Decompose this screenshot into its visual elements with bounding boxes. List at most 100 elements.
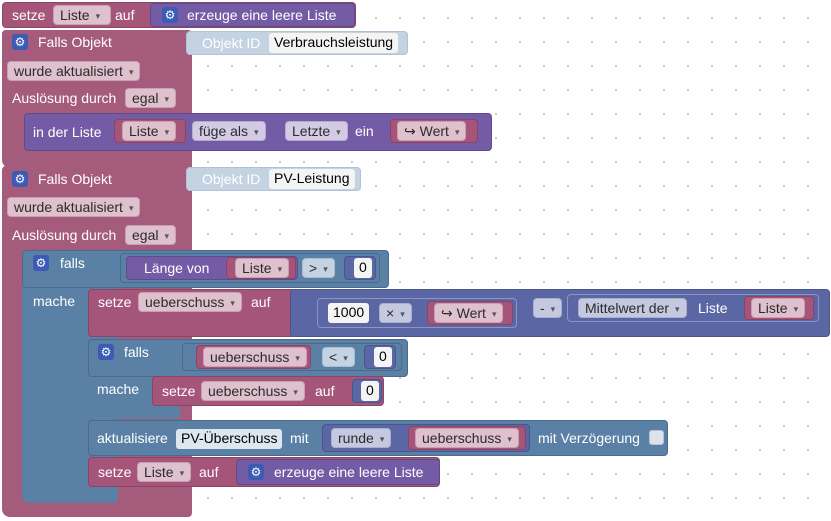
- chevron-down-icon: ▾: [336, 127, 341, 137]
- chevron-down-icon: ▾: [343, 353, 348, 363]
- setze-label: setze: [12, 7, 46, 23]
- falls-label: falls: [60, 255, 85, 271]
- falls-objekt-label: Falls Objekt: [38, 34, 112, 50]
- number-block[interactable]: 0: [344, 256, 376, 280]
- ueberschuss-variable-dropdown[interactable]: ueberschuss▾: [415, 428, 519, 448]
- math-on-list-dropdown[interactable]: Mittelwert der▾: [578, 298, 687, 318]
- chevron-down-icon: ▾: [550, 304, 556, 314]
- liste-variable-dropdown[interactable]: Liste▾: [137, 462, 192, 482]
- objekt-id-block[interactable]: Objekt ID PV-Leistung: [186, 167, 361, 191]
- ueberschuss-variable-dropdown[interactable]: ueberschuss▾: [138, 292, 242, 312]
- gear-icon[interactable]: ⚙: [98, 344, 114, 360]
- chevron-down-icon: ▾: [254, 127, 259, 137]
- objekt-id-field[interactable]: Verbrauchsleistung: [269, 33, 399, 53]
- set-ueberschuss-block[interactable]: setze ueberschuss▾ auf: [88, 289, 296, 337]
- gear-icon[interactable]: ⚙: [12, 34, 28, 50]
- round-dropdown[interactable]: runde▾: [331, 428, 392, 448]
- laenge-von-label: Länge von: [144, 260, 210, 276]
- chevron-down-icon: ▾: [95, 11, 101, 21]
- chevron-down-icon: ▾: [293, 387, 298, 397]
- chevron-down-icon: ▾: [295, 353, 300, 363]
- ausloesung-label: Auslösung durch: [12, 90, 117, 106]
- wert-getter-block[interactable]: ↪ Wert▾: [390, 119, 478, 143]
- objekt-id-label: Objekt ID: [202, 171, 261, 187]
- chevron-down-icon: ▾: [793, 304, 799, 314]
- falls-objekt-label: Falls Objekt: [38, 171, 112, 187]
- mache-label: mache: [33, 293, 76, 309]
- liste-variable-dropdown[interactable]: Liste▾: [751, 298, 806, 318]
- chevron-down-icon: ▾: [379, 434, 385, 444]
- liste-getter-block[interactable]: Liste▾: [226, 257, 296, 279]
- objekt-id-field[interactable]: PV-Leistung: [269, 169, 355, 189]
- multiply-operator-dropdown[interactable]: ×▾: [379, 303, 412, 323]
- auf-label: auf: [115, 7, 135, 23]
- number-field[interactable]: 0: [354, 258, 372, 278]
- wert-dropdown[interactable]: ↪ Wert▾: [434, 303, 504, 323]
- liste-word-label: Liste: [698, 300, 728, 316]
- falls-label: falls: [124, 344, 149, 360]
- mit-verzoegerung-label: mit Verzögerung: [538, 430, 640, 446]
- ueberschuss-variable-dropdown[interactable]: ueberschuss▾: [201, 381, 305, 401]
- delay-checkbox[interactable]: [649, 430, 664, 445]
- gear-icon[interactable]: ⚙: [162, 7, 178, 23]
- getter-icon: ↪: [441, 305, 457, 321]
- compare-operator-dropdown[interactable]: >▾: [302, 258, 335, 278]
- chevron-down-icon: ▾: [507, 434, 512, 444]
- wert-dropdown[interactable]: ↪ Wert▾: [397, 121, 467, 141]
- liste-variable-dropdown[interactable]: Liste▾: [122, 121, 177, 141]
- ueberschuss-variable-dropdown[interactable]: ueberschuss▾: [203, 347, 307, 367]
- number-field[interactable]: 0: [361, 381, 379, 401]
- number-field[interactable]: 1000: [328, 303, 370, 323]
- auf-label: auf: [251, 294, 271, 310]
- chevron-down-icon: ▾: [675, 304, 680, 314]
- auf-label: auf: [315, 383, 335, 399]
- number-field[interactable]: 0: [374, 347, 392, 367]
- chevron-down-icon: ▾: [277, 264, 283, 274]
- ueberschuss-getter-block[interactable]: ueberschuss▾: [408, 426, 526, 450]
- compare-operator-dropdown[interactable]: <▾: [322, 347, 355, 367]
- setze-label: setze: [98, 294, 132, 310]
- ausloesung-label: Auslösung durch: [12, 227, 117, 243]
- set-ueberschuss-zero-block[interactable]: setze ueberschuss▾ auf: [152, 376, 384, 406]
- aktualisiere-label: aktualisiere: [97, 430, 168, 446]
- gear-icon[interactable]: ⚙: [12, 171, 28, 187]
- mit-label: mit: [290, 430, 309, 446]
- number-block[interactable]: 0: [352, 379, 382, 403]
- liste-getter-block[interactable]: Liste▾: [744, 296, 814, 320]
- chevron-down-icon: ▾: [128, 67, 134, 77]
- gear-icon[interactable]: ⚙: [33, 255, 49, 271]
- liste-variable-dropdown[interactable]: Liste▾: [235, 258, 290, 278]
- create-empty-list-block[interactable]: ⚙ erzeuge eine leere Liste: [150, 3, 355, 27]
- minus-operator-dropdown[interactable]: -▾: [533, 298, 563, 318]
- liste-variable-dropdown[interactable]: Liste▾: [53, 5, 111, 25]
- mache-label: mache: [97, 381, 140, 397]
- fuege-als-dropdown[interactable]: füge als▾: [192, 121, 266, 141]
- gear-icon[interactable]: ⚙: [248, 464, 264, 480]
- setze-label: setze: [162, 383, 196, 399]
- chevron-down-icon: ▾: [454, 127, 460, 137]
- ausloesung-dropdown[interactable]: egal▾: [125, 225, 176, 245]
- ueberschuss-getter-block[interactable]: ueberschuss▾: [196, 345, 311, 369]
- chevron-down-icon: ▾: [491, 309, 497, 319]
- objekt-id-label: Objekt ID: [202, 35, 261, 51]
- state-id-field[interactable]: PV-Überschuss: [176, 429, 283, 449]
- ausloesung-dropdown[interactable]: egal▾: [125, 88, 176, 108]
- chevron-down-icon: ▾: [164, 231, 169, 241]
- liste-getter-block[interactable]: Liste▾: [114, 119, 186, 143]
- number-block[interactable]: 0: [364, 345, 396, 369]
- getter-icon: ↪: [404, 123, 420, 139]
- position-dropdown[interactable]: Letzte▾: [285, 121, 348, 141]
- chevron-down-icon: ▾: [128, 203, 134, 213]
- chevron-down-icon: ▾: [164, 94, 169, 104]
- chevron-down-icon: ▾: [323, 264, 328, 274]
- trigger-mode-dropdown[interactable]: wurde aktualisiert▾: [7, 197, 141, 217]
- objekt-id-block[interactable]: Objekt ID Verbrauchsleistung: [186, 31, 408, 55]
- ein-label: ein: [355, 123, 374, 139]
- create-empty-list-label: erzeuge eine leere Liste: [274, 464, 424, 480]
- chevron-down-icon: ▾: [400, 309, 405, 319]
- trigger-mode-dropdown[interactable]: wurde aktualisiert▾: [7, 61, 141, 81]
- in-der-liste-label: in der Liste: [33, 124, 102, 140]
- wert-getter-block[interactable]: ↪ Wert▾: [427, 301, 513, 325]
- create-empty-list-label: erzeuge eine leere Liste: [187, 7, 337, 23]
- create-empty-list-block[interactable]: ⚙ erzeuge eine leere Liste: [236, 459, 440, 485]
